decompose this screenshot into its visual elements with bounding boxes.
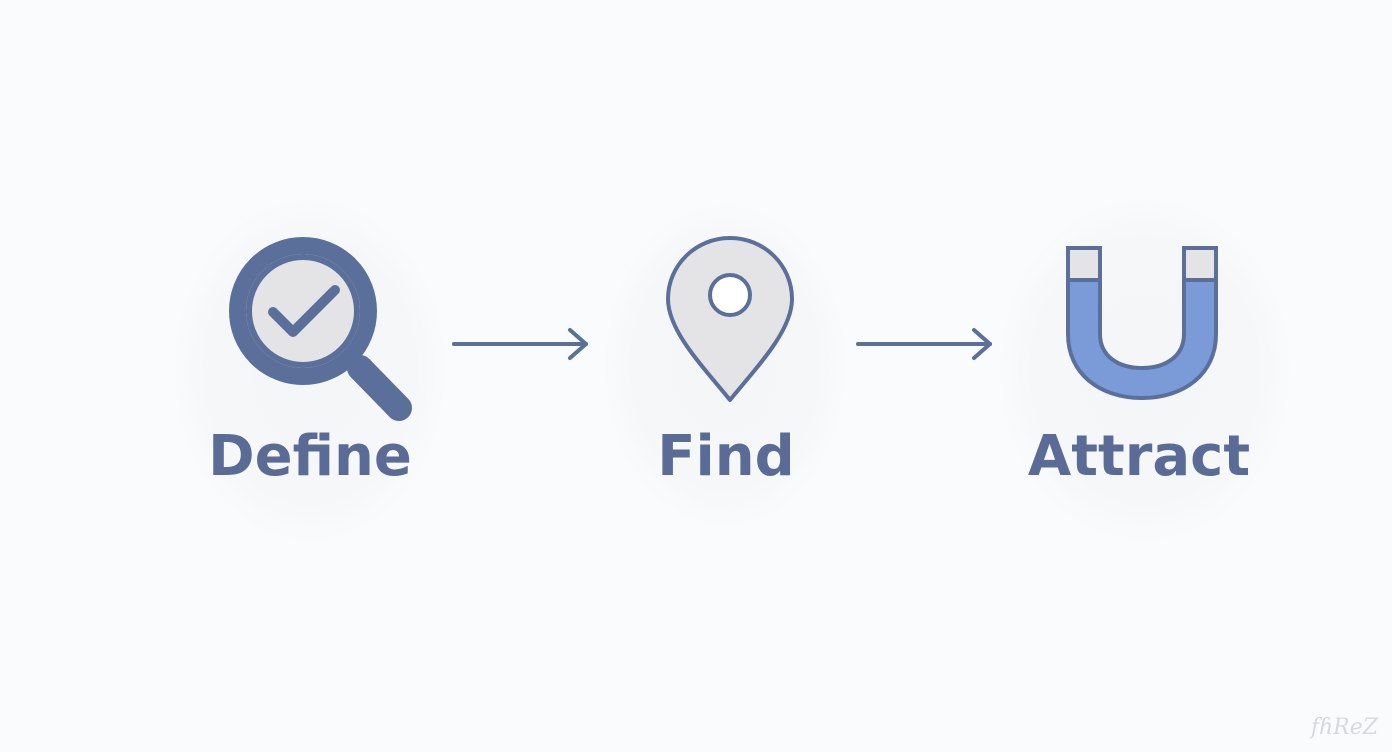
step-label-define: Define (208, 424, 412, 489)
arrow-right-icon (856, 328, 992, 360)
arrow-right-icon (452, 328, 588, 360)
magnifier-check-icon (229, 237, 412, 421)
map-pin-icon (666, 236, 794, 402)
watermark: fɦReZ (1310, 715, 1378, 740)
magnet-icon (1066, 246, 1218, 400)
step-label-attract: Attract (1027, 424, 1251, 489)
step-label-find: Find (657, 424, 795, 489)
